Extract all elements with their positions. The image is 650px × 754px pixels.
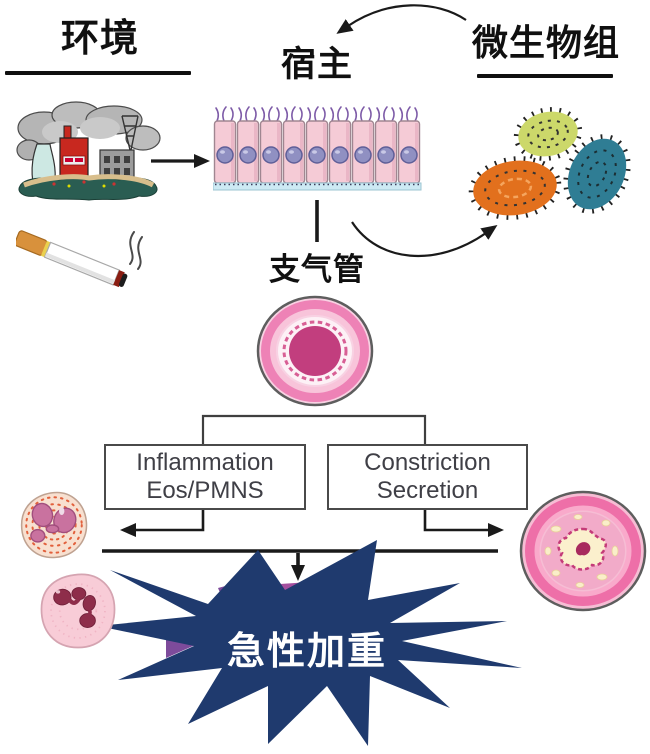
arrow-constriction-right <box>423 506 504 537</box>
neutrophil-nucleus <box>53 587 96 628</box>
microbiome-label: 微生物组 <box>471 23 620 64</box>
arrow-inflammation-left <box>120 506 205 537</box>
microbiome-bacteria-illustration <box>468 107 631 220</box>
eosinophil-cell-illustration <box>20 491 88 559</box>
mucus-plug <box>575 542 591 556</box>
inflammation-line1: Inflammation <box>136 448 274 476</box>
neutrophil-cell-illustration <box>40 573 116 649</box>
airway-epithelium-illustration <box>213 106 422 191</box>
cigarette-smoke-illustration <box>16 230 143 288</box>
constricted-bronchus-illustration <box>519 490 647 612</box>
bronchus-cross-section-illustration <box>256 295 374 407</box>
power-tower <box>121 115 139 151</box>
exacerbation-label: 急性加重 <box>226 629 387 673</box>
bacterium-green <box>513 107 583 161</box>
eosinophil-nucleus <box>30 502 77 543</box>
basement-membrane <box>213 182 422 191</box>
smoke-wisps <box>129 231 143 270</box>
bronchi-label: 支气管 <box>269 252 365 288</box>
arrow-host-to-microbiome <box>351 221 498 258</box>
bracket-bronchi-to-boxes <box>201 414 427 446</box>
constriction-line1: Constriction <box>364 448 491 476</box>
inflammation-line2: Eos/PMNS <box>146 477 264 504</box>
factory-smog-illustration <box>16 101 161 201</box>
environment-underline <box>5 71 191 75</box>
host-label: 宿主 <box>280 45 353 85</box>
starburst-shape <box>98 540 522 746</box>
bacterium-teal <box>563 134 631 214</box>
microbiome-underline <box>477 74 613 78</box>
environment-label: 环境 <box>60 16 139 60</box>
exacerbation-starburst <box>98 540 522 746</box>
constriction-line2: Secretion <box>376 477 479 504</box>
bacterium-orange <box>468 156 562 220</box>
constriction-box: Constriction Secretion <box>327 444 528 510</box>
mucus-droplets <box>544 514 619 588</box>
inflammation-box: Inflammation Eos/PMNS <box>104 444 306 510</box>
cigarette-ember <box>113 270 125 288</box>
arrow-microbiome-to-host <box>336 4 467 34</box>
